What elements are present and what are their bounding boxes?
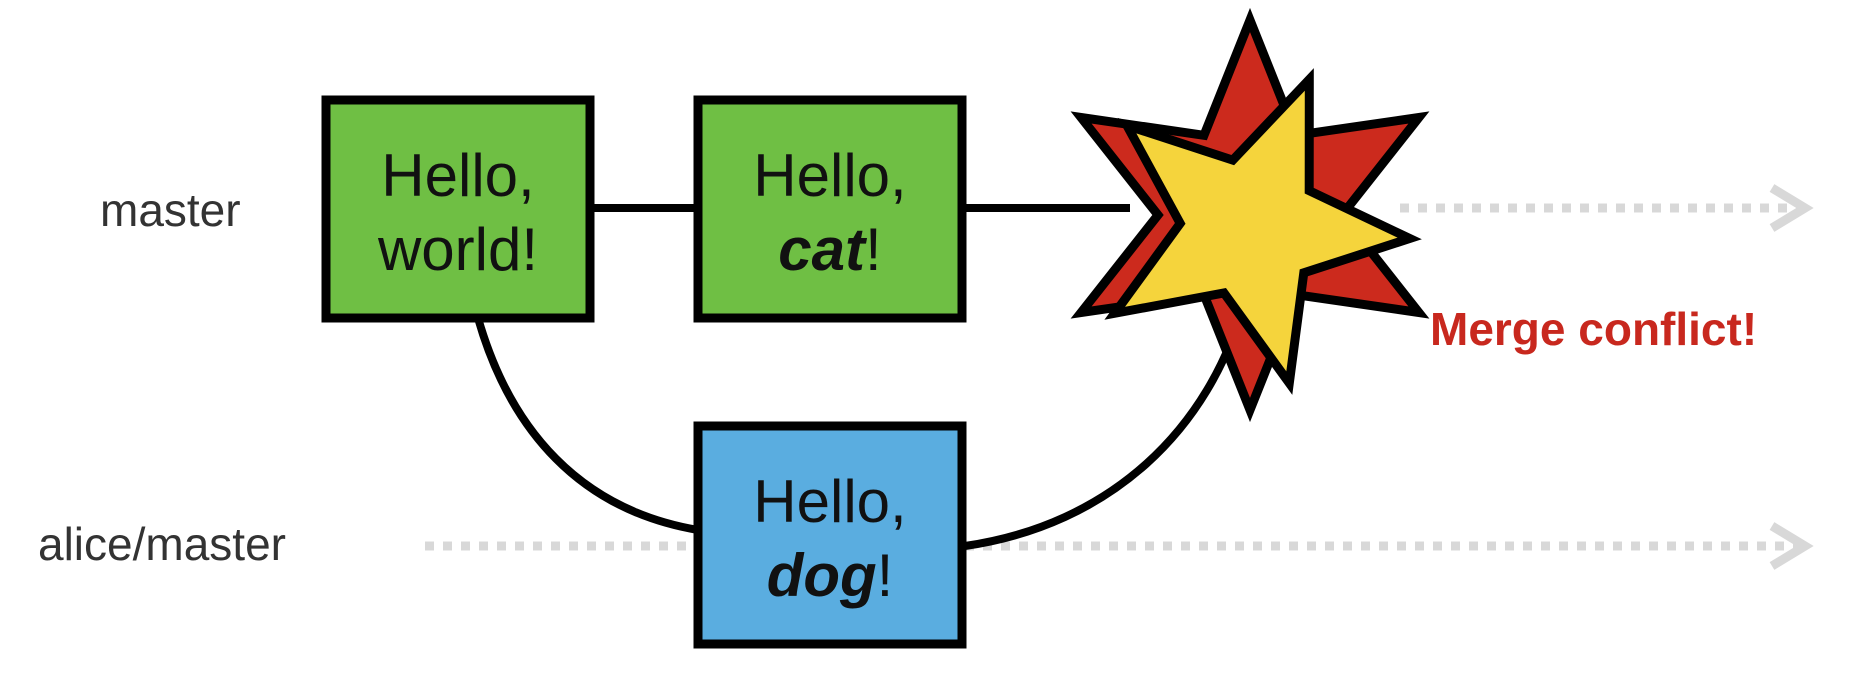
merge-explosion-icon <box>1070 7 1430 423</box>
commit-hello-dog: Hello, dog! <box>693 421 967 649</box>
edge-c3-merge <box>964 298 1249 550</box>
commit-hello-dog-punct: ! <box>877 542 894 609</box>
commit-hello-cat-emphasis: cat <box>778 216 868 283</box>
branch-label-alice-master: alice/master <box>38 518 286 570</box>
commit-hello-cat-punct: ! <box>865 216 882 283</box>
commit-hello-world: Hello, world! <box>321 95 595 323</box>
edge-c1-c3 <box>474 316 699 534</box>
commit-hello-cat-line2: cat! <box>778 216 881 283</box>
master-continuation-arrow <box>1400 184 1814 232</box>
commit-hello-dog-line2: dog! <box>767 542 894 609</box>
explosion-inner-star-icon <box>1104 68 1422 395</box>
branch-label-master: master <box>100 184 241 236</box>
commit-hello-dog-line1: Hello, <box>753 468 906 535</box>
alice-continuation-arrow <box>425 522 1814 570</box>
commit-hello-cat: Hello, cat! <box>693 95 967 323</box>
commit-hello-world-line1: Hello, <box>381 142 534 209</box>
merge-conflict-label: Merge conflict! <box>1430 303 1757 355</box>
commit-hello-world-line2: world! <box>377 216 538 283</box>
commit-hello-dog-emphasis: dog <box>767 542 877 609</box>
commit-hello-cat-line1: Hello, <box>753 142 906 209</box>
